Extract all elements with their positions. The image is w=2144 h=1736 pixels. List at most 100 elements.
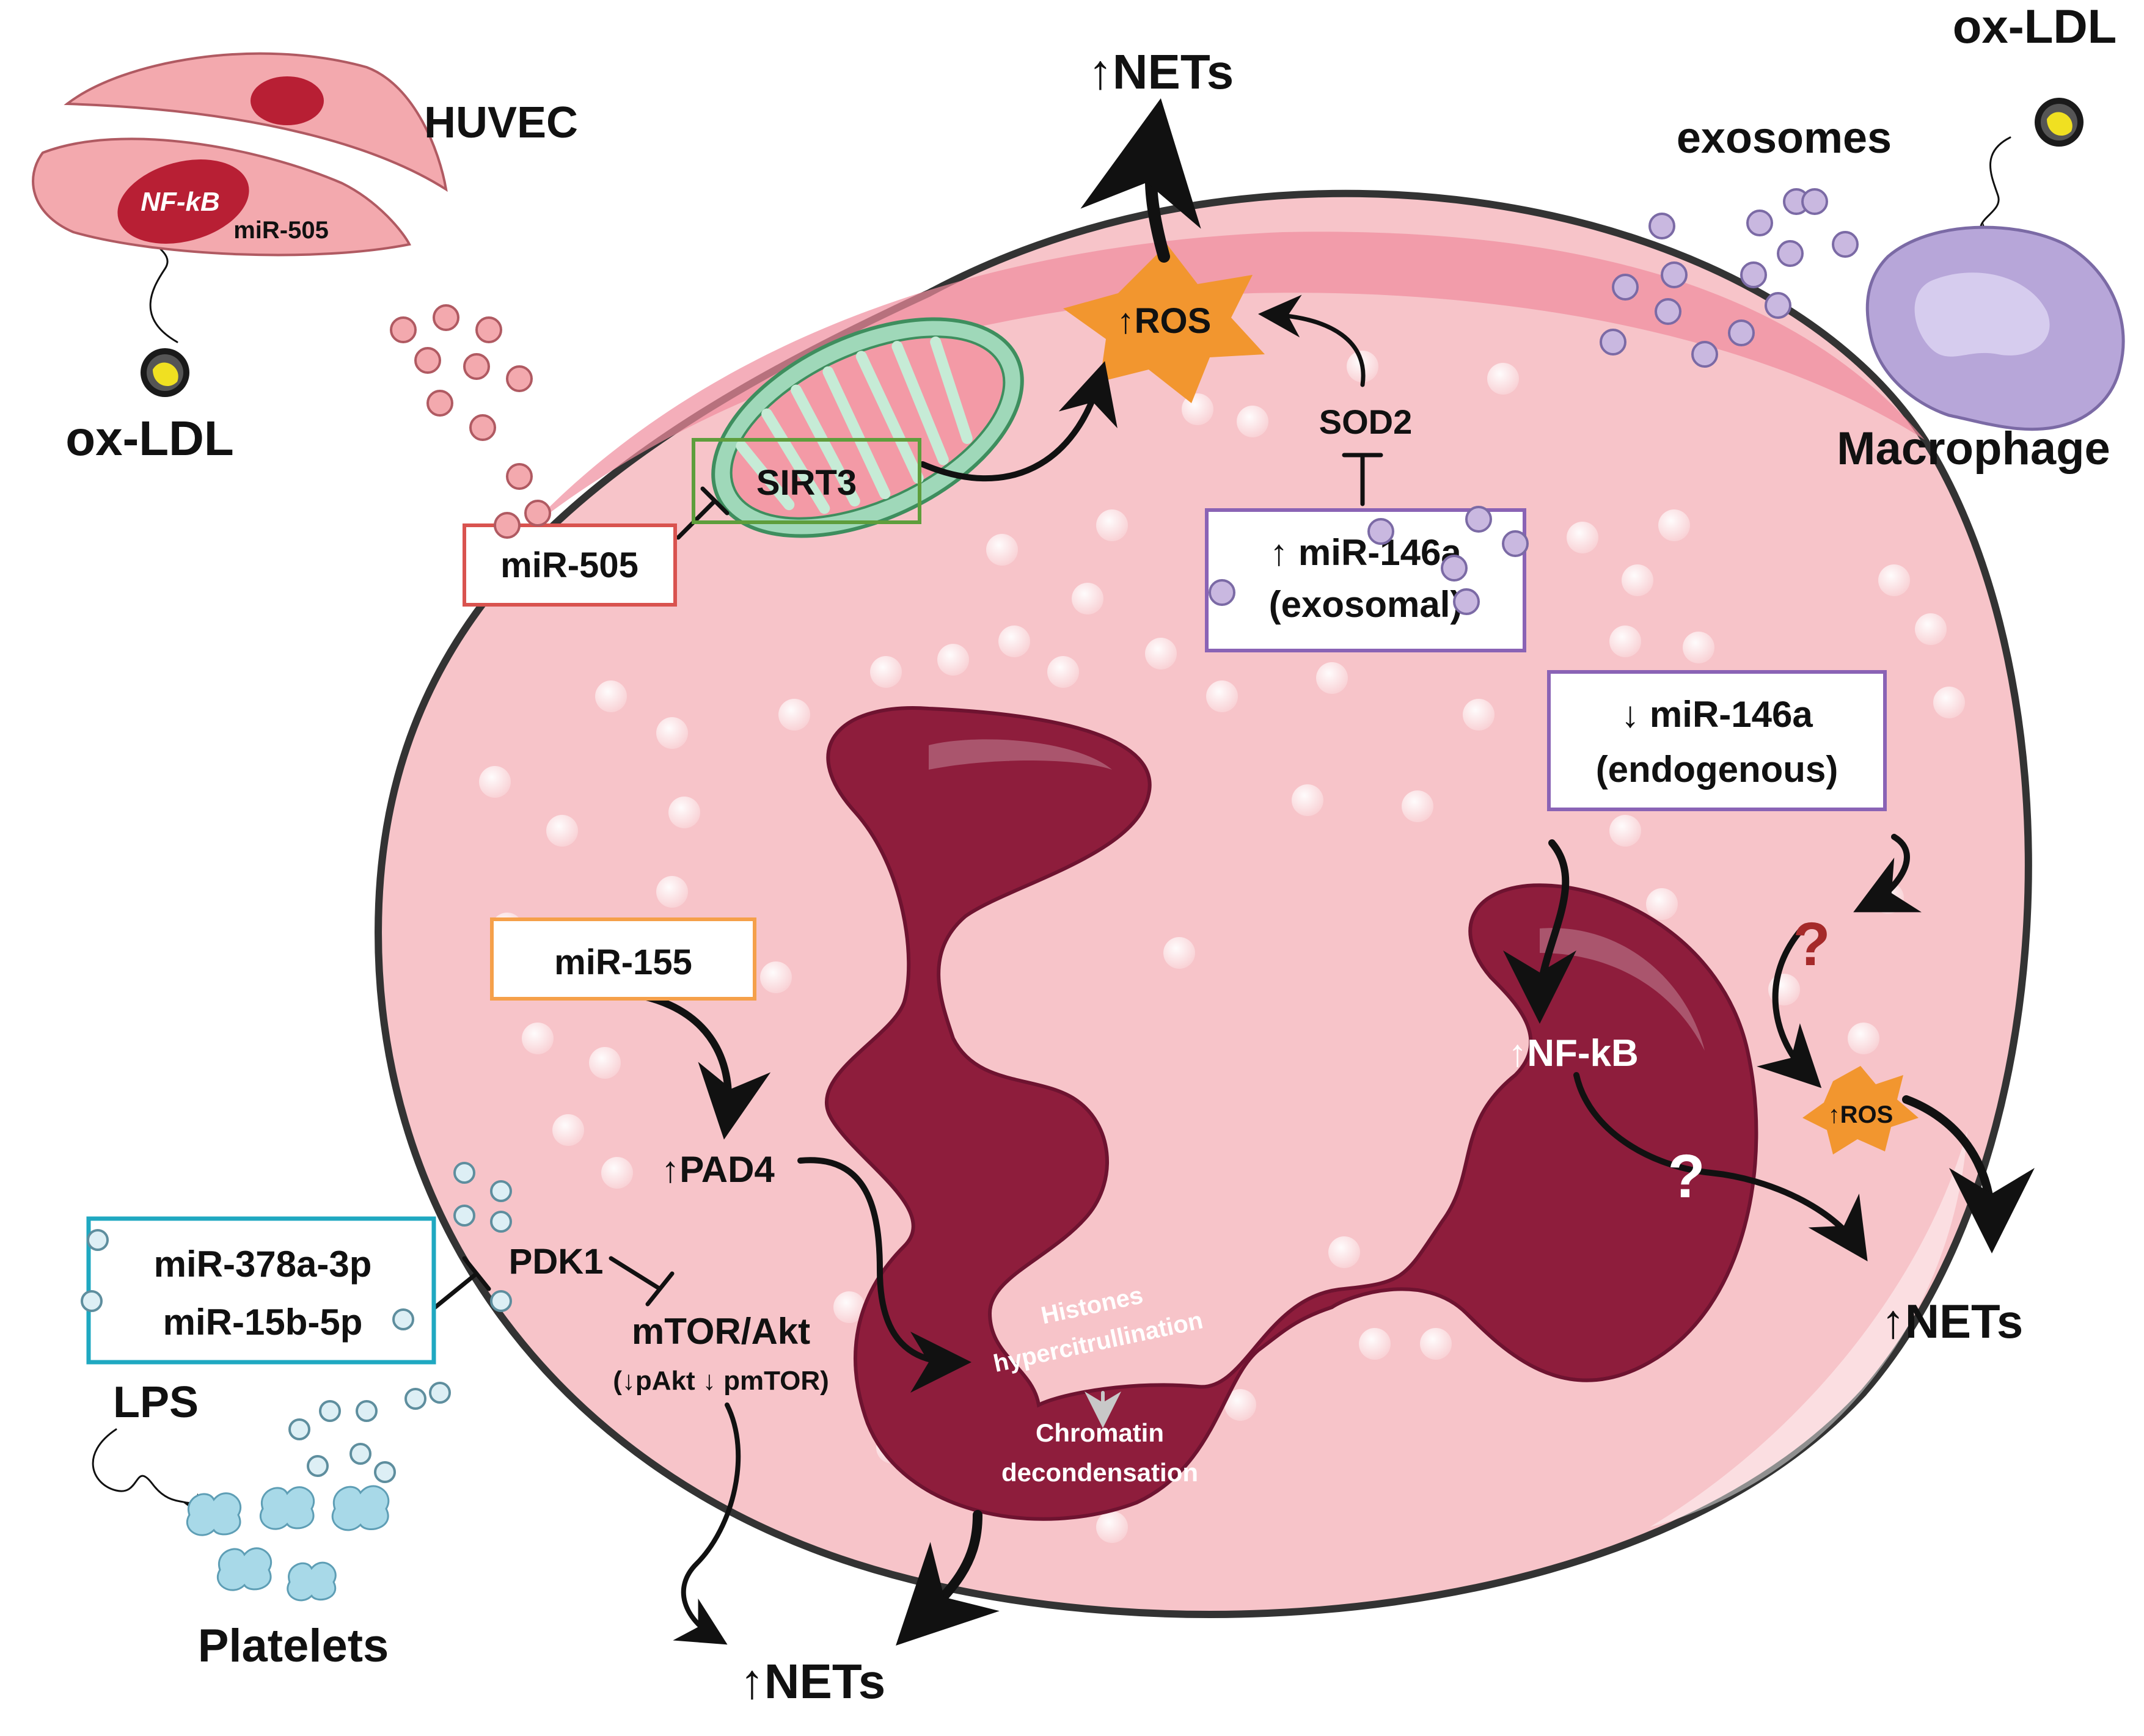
exosome	[1441, 555, 1468, 582]
arrow-nfkb-to-nets	[1573, 1072, 1868, 1261]
granule	[1224, 1389, 1256, 1421]
exosome	[1453, 588, 1480, 615]
granule	[1609, 815, 1641, 847]
ros-right-label: ↑ROS	[1828, 1101, 1893, 1128]
huvec-vesicle	[506, 463, 533, 490]
granule	[833, 1291, 865, 1323]
granule	[552, 1114, 584, 1146]
granule	[1096, 1511, 1128, 1543]
platelet-vesicle	[490, 1211, 512, 1233]
huvec-vesicle	[426, 390, 453, 417]
granule	[656, 876, 688, 908]
arrow-endo-to-nfkb	[1503, 839, 1577, 1024]
granule	[1622, 564, 1653, 596]
exosome	[1209, 579, 1235, 606]
chromatin-line2: decondensation	[1001, 1458, 1198, 1487]
exosome	[1612, 274, 1639, 301]
huvec-vesicle	[475, 316, 502, 343]
granule	[1878, 564, 1910, 596]
exosome-particles	[1209, 188, 1859, 615]
platelet-vesicle	[490, 1290, 512, 1312]
cell-highlight-lower	[1650, 1130, 1967, 1527]
granule	[1646, 888, 1678, 920]
mir146a-exosomal-line2: (exosomal)	[1269, 584, 1463, 625]
platelet-vesicle	[374, 1461, 396, 1483]
huvec-vesicle	[494, 512, 521, 539]
nucleus-lobe-left	[824, 706, 1758, 1521]
huvec-nucleus-top	[251, 76, 324, 125]
mitochondrion	[711, 317, 1024, 538]
granule	[870, 656, 902, 688]
granule	[986, 534, 1018, 566]
arrow-mtor-to-nets	[673, 1402, 741, 1645]
platelet	[331, 1485, 390, 1531]
arrow-ros-to-nets-top	[1080, 98, 1201, 263]
granule	[589, 1047, 621, 1079]
huvec-cells	[32, 52, 448, 257]
arrow-endo-to-question	[1853, 834, 1922, 913]
huvec-cell-top	[64, 52, 448, 192]
platelet-vesicles	[81, 1162, 512, 1483]
exosome	[1832, 231, 1859, 258]
huvec-vesicle	[469, 414, 496, 441]
granule	[668, 797, 700, 828]
cell-highlight	[525, 232, 1925, 531]
granule	[1420, 1328, 1452, 1360]
granule	[1609, 625, 1641, 657]
exosome	[1648, 213, 1675, 239]
exosomes-label: exosomes	[1677, 114, 1892, 162]
granule	[1683, 632, 1714, 663]
exosome	[1740, 261, 1767, 288]
chromatin-line1: Chromatin	[1036, 1418, 1164, 1447]
huvec-vesicles	[390, 304, 551, 539]
platelet	[287, 1561, 337, 1602]
oxldl-particle-left	[141, 348, 189, 397]
granule	[1487, 363, 1519, 395]
mir505-huvec-label: miR-505	[233, 217, 329, 244]
platelet-vesicle	[81, 1290, 103, 1312]
nucleus-shine-top	[929, 739, 1112, 770]
arrow-mir155-to-pad4	[638, 992, 771, 1140]
mitochondrion-cristae	[736, 336, 973, 514]
nets-top-label: ↑NETs	[1088, 45, 1234, 99]
platelet-vesicle	[288, 1418, 310, 1440]
mir146a-endogenous-line2: (endogenous)	[1596, 749, 1838, 790]
granule	[601, 1157, 633, 1189]
granule	[1359, 1328, 1391, 1360]
mir146a-exosomal-line1: ↑ miR-146a	[1270, 532, 1462, 573]
platelet-vesicle	[349, 1443, 371, 1465]
huvec-label: HUVEC	[424, 98, 578, 147]
platelet-vesicle	[490, 1180, 512, 1202]
granule	[1328, 1236, 1360, 1268]
exosome	[1465, 506, 1492, 533]
question-mark-white: ?	[1667, 1142, 1705, 1211]
macrophage-cell	[1865, 225, 2125, 431]
platelets	[186, 1485, 390, 1602]
lps-label: LPS	[113, 1378, 199, 1427]
mir146a-exosomal-box	[1205, 508, 1526, 652]
huvec-vesicle	[524, 500, 551, 527]
squiggle-lps	[92, 1428, 199, 1514]
exosome	[1746, 210, 1773, 236]
platelet-vesicle	[404, 1388, 426, 1410]
ros-top-label: ↑ROS	[1117, 301, 1212, 341]
huvec-vesicle	[433, 304, 459, 331]
oxldl-right-label: ox-LDL	[1953, 0, 2117, 53]
inhibit-pdk1-mtor	[609, 1256, 675, 1307]
mir146a-endogenous-line1: ↓ miR-146a	[1621, 694, 1813, 735]
arrows	[92, 98, 2035, 1646]
inhibit-mir146a-sod2	[1342, 453, 1383, 506]
squiggle-oxldl-right	[1970, 136, 2011, 243]
mir378-mir15b-box	[86, 1216, 436, 1365]
platelet-vesicle	[453, 1205, 475, 1227]
platelet-vesicle	[429, 1382, 451, 1404]
granule	[937, 644, 969, 676]
mir505-box	[463, 523, 677, 607]
platelet-vesicle	[356, 1400, 378, 1422]
granule	[1163, 937, 1195, 969]
exosome	[1765, 292, 1791, 319]
ros-star-right	[1802, 1066, 1919, 1154]
platelet-vesicle	[87, 1229, 109, 1251]
platelets-label: Platelets	[198, 1620, 389, 1672]
